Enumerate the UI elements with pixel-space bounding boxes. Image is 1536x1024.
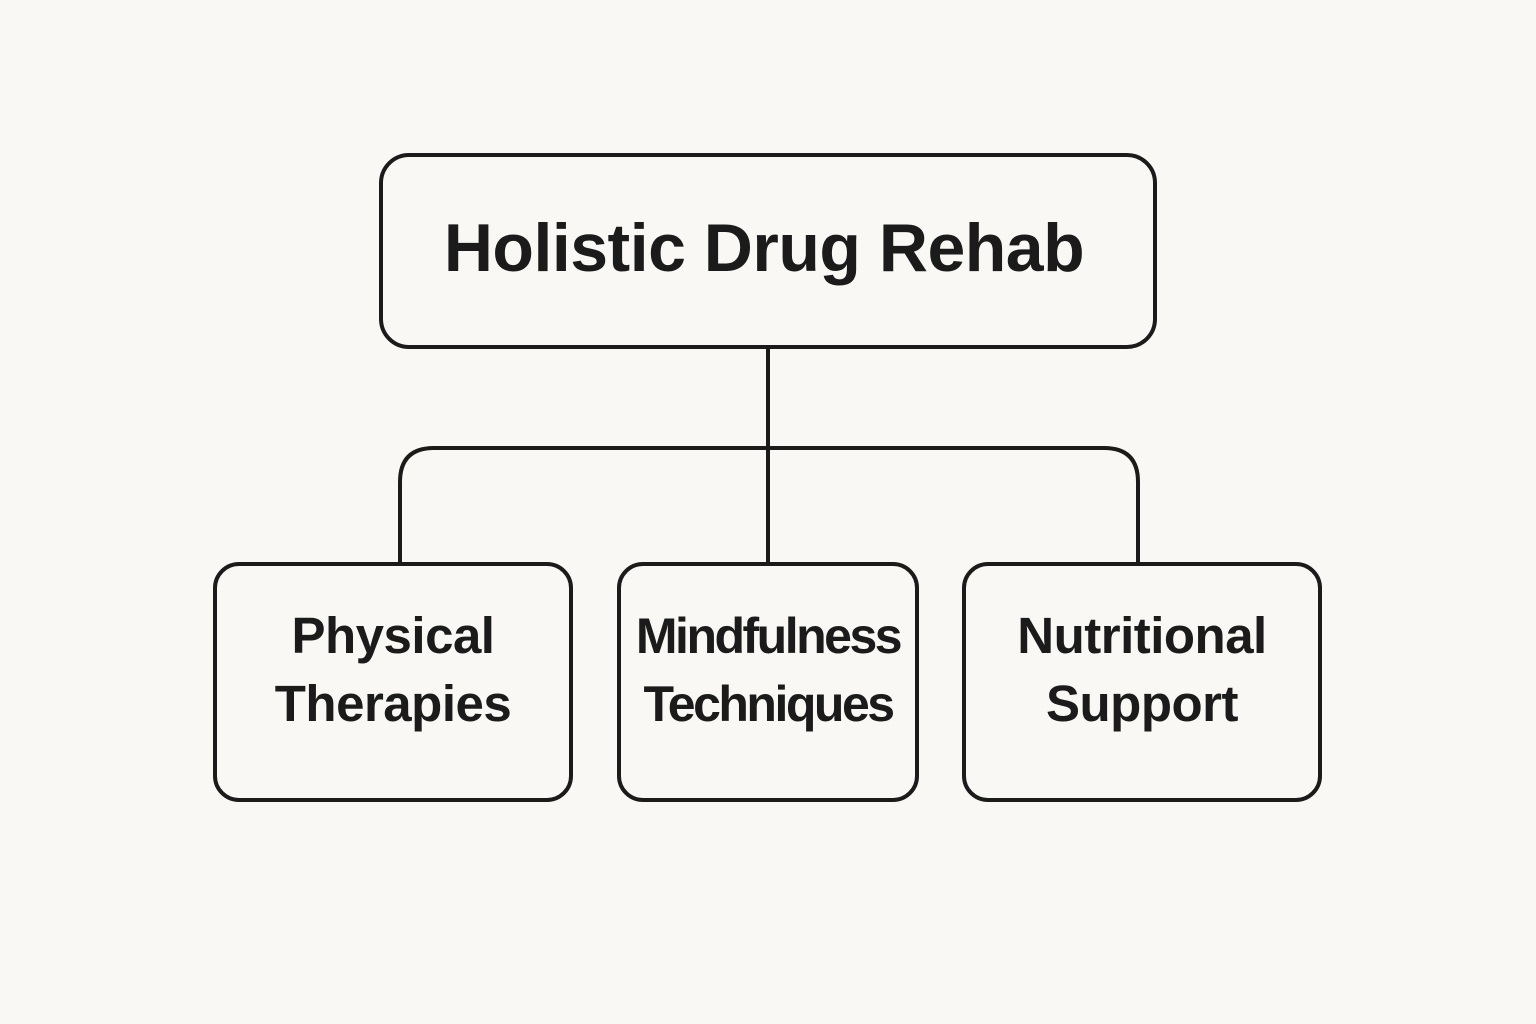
child-node-label: Physical Therapies — [274, 602, 512, 738]
child-node-nutritional-support: Nutritional Support — [962, 562, 1322, 802]
child-node-label-line2: Therapies — [274, 675, 512, 732]
connector-bracket — [398, 446, 1140, 564]
child-node-label-line1: Mindfulness — [635, 608, 903, 664]
child-node-label-line1: Nutritional — [1017, 607, 1267, 664]
child-node-physical-therapies: Physical Therapies — [213, 562, 573, 802]
root-node-label: Holistic Drug Rehab — [443, 210, 1085, 286]
child-node-label: Nutritional Support — [1017, 602, 1267, 738]
root-node: Holistic Drug Rehab — [379, 153, 1157, 349]
child-node-label: Mindfulness Techniques — [635, 602, 903, 738]
child-node-label-line2: Techniques — [643, 676, 895, 732]
child-node-label-line2: Support — [1046, 675, 1238, 732]
child-node-label-line1: Physical — [291, 607, 495, 664]
child-node-mindfulness-techniques: Mindfulness Techniques — [617, 562, 919, 802]
